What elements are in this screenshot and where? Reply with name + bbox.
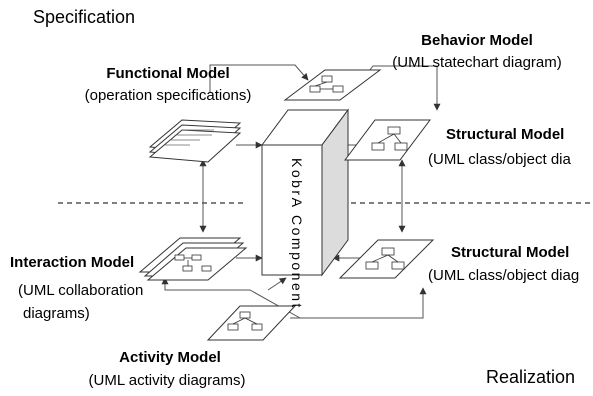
structural-model-spec-panel (344, 119, 431, 161)
component-label: KobrA Component (289, 158, 305, 310)
behavior-model-subtitle: (UML statechart diagram) (392, 54, 562, 71)
interaction-model-subtitle-line2: diagrams) (23, 305, 90, 322)
structural-model-real-title: Structural Model (451, 244, 570, 261)
functional-model-title: Functional Model (106, 65, 230, 82)
frame-arrows (161, 64, 441, 319)
functional-model-document (148, 119, 242, 163)
structural-model-real-subtitle: (UML class/object diag (428, 268, 580, 284)
structural-model-real-panel (338, 239, 435, 279)
structural-model-spec-subtitle: (UML class/object dia (428, 152, 571, 168)
behavior-model-title: Behavior Model (421, 32, 533, 49)
kobra-component-box (261, 108, 349, 277)
functional-model-subtitle: (operation specifications) (84, 87, 252, 104)
realization-label: Realization (486, 367, 576, 387)
behavior-model-panel (283, 69, 382, 101)
activity-model-subtitle: (UML activity diagrams) (88, 372, 246, 389)
activity-model-title: Activity Model (119, 349, 221, 366)
activity-model-panel (206, 305, 297, 341)
interaction-model-subtitle-line1: (UML collaboration (18, 282, 144, 299)
interaction-model-panel (138, 237, 248, 281)
specification-label: Specification (33, 7, 136, 27)
interaction-model-title: Interaction Model (10, 254, 135, 271)
structural-model-spec-title: Structural Model (446, 126, 565, 143)
